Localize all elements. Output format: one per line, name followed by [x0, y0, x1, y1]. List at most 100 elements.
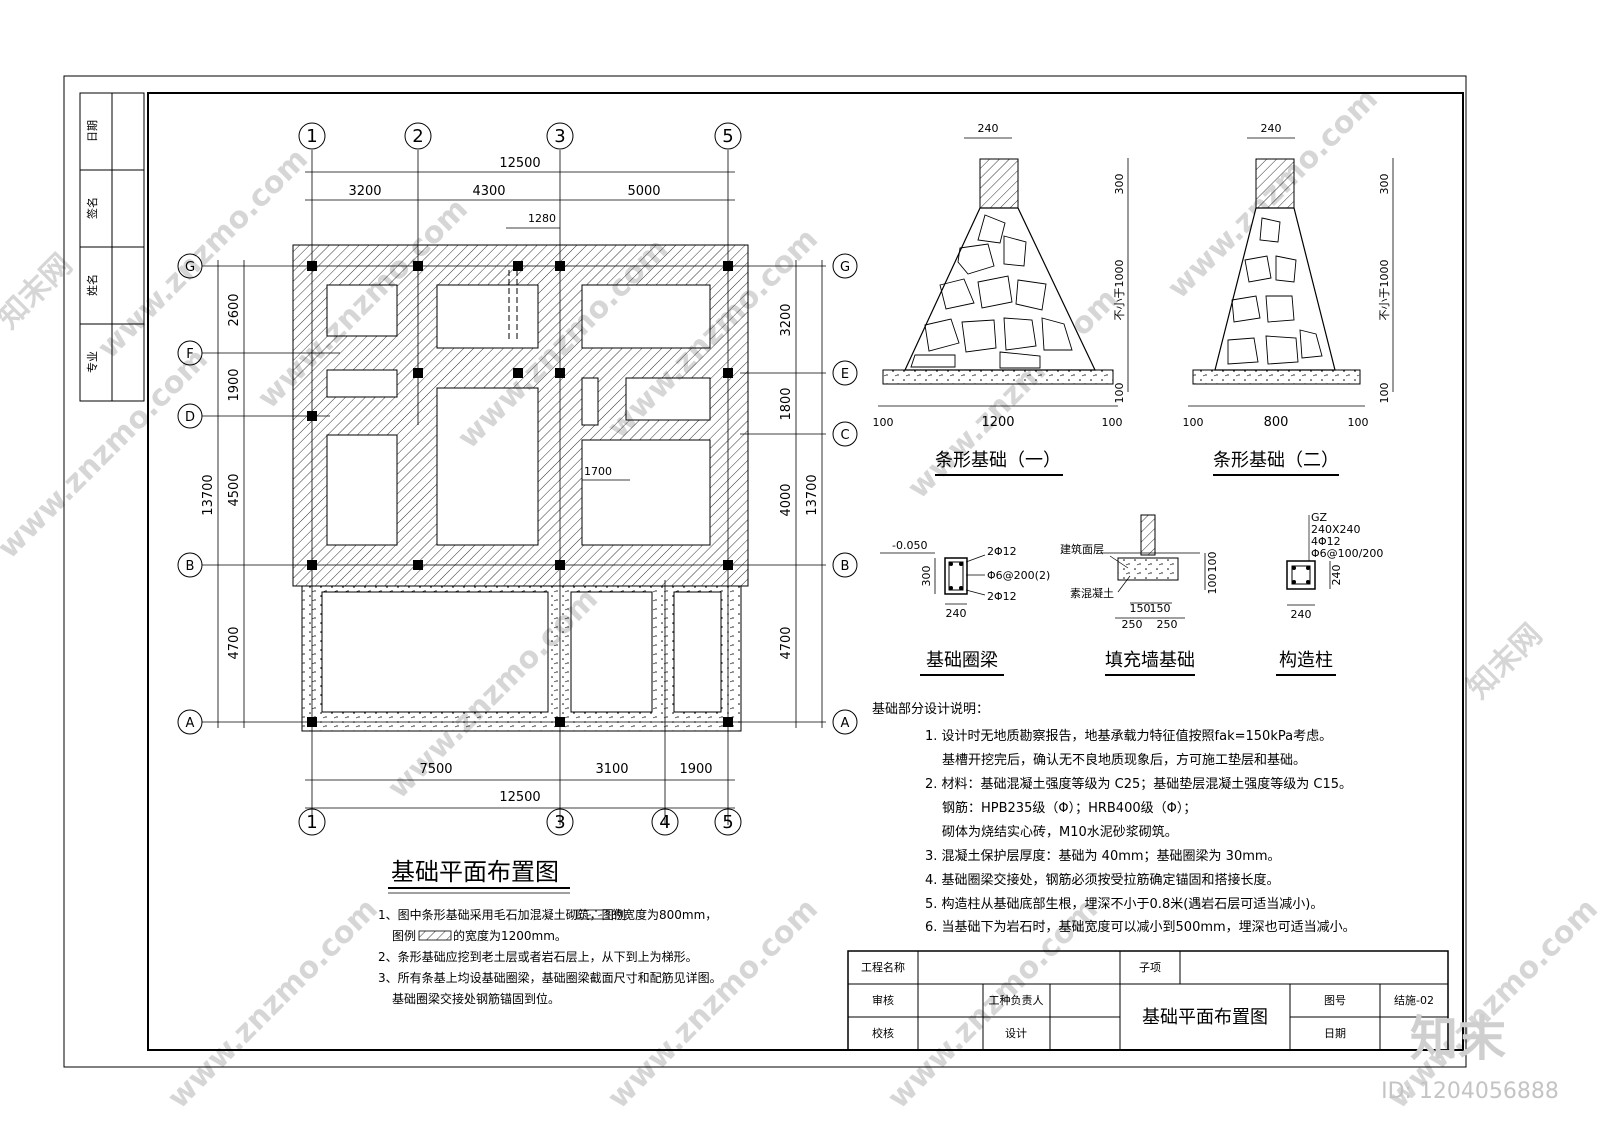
- svg-text:Φ6@100/200: Φ6@100/200: [1311, 547, 1383, 560]
- svg-text:工程名称: 工程名称: [861, 960, 905, 974]
- svg-text:3200: 3200: [348, 184, 381, 199]
- design-spec: 基础部分设计说明： 1. 设计时无地质勘察报告，地基承载力特征值按照fak=15…: [872, 702, 1356, 935]
- svg-text:100: 100: [1206, 574, 1219, 595]
- axis-1-top: 1: [306, 126, 317, 147]
- axis-2-top: 2: [412, 126, 423, 147]
- svg-text:1900: 1900: [679, 762, 712, 777]
- axis-bubbles-left: G F D B A: [177, 253, 203, 735]
- foundation-plan: 1 2 3 5 1 3 4 5 G F D B A G E C B A: [177, 122, 858, 1006]
- svg-text:100: 100: [1348, 416, 1369, 429]
- brand-logo: 知末: [1410, 1011, 1506, 1067]
- svg-text:www.znzmo.com: www.znzmo.com: [0, 342, 215, 566]
- svg-text:日期: 日期: [86, 120, 99, 142]
- svg-text:3. 混凝土保护层厚度：基础为 40mm；基础圈梁为 30m: 3. 混凝土保护层厚度：基础为 40mm；基础圈梁为 30mm。: [925, 848, 1281, 864]
- svg-text:1800: 1800: [779, 387, 794, 420]
- svg-text:3: 3: [554, 812, 565, 833]
- svg-text:1、图中条形基础采用毛石加混凝土砌筑，图例: 1、图中条形基础采用毛石加混凝土砌筑，图例: [378, 907, 626, 922]
- axis-3-top: 3: [554, 126, 565, 147]
- svg-text:的宽度为800mm，: 的宽度为800mm，: [611, 907, 717, 922]
- svg-text:100: 100: [1206, 552, 1219, 573]
- axis-bubbles-bottom: 1 3 4 5: [298, 808, 742, 836]
- svg-text:签名: 签名: [85, 197, 99, 219]
- svg-text:图例: 图例: [392, 929, 416, 943]
- svg-text:2Φ12: 2Φ12: [987, 590, 1017, 603]
- svg-text:子项: 子项: [1139, 961, 1161, 974]
- svg-text:Φ6@200(2): Φ6@200(2): [987, 569, 1050, 582]
- svg-text:240: 240: [1291, 608, 1312, 621]
- svg-text:240X240: 240X240: [1311, 523, 1361, 536]
- brand-id: ID: 1204056888: [1381, 1079, 1559, 1104]
- svg-text:2Φ12: 2Φ12: [987, 545, 1017, 558]
- svg-text:www.znzmo.com: www.znzmo.com: [161, 892, 385, 1116]
- footing-detail-2: 240 300 不小于1000 100 100 800 100 条形基础（二）: [1183, 122, 1394, 476]
- svg-text:4: 4: [659, 812, 670, 833]
- legend-1200-swatch: [418, 930, 452, 941]
- svg-text:300: 300: [1113, 174, 1126, 195]
- footing2-title: 条形基础（二）: [1213, 450, 1339, 471]
- svg-text:B: B: [841, 559, 850, 574]
- svg-text:审核: 审核: [872, 993, 894, 1007]
- svg-text:3100: 3100: [595, 762, 628, 777]
- footing-detail-1: 240 300 不小于1000 100 100 1200 100 条形基础（一）: [873, 122, 1129, 476]
- svg-text:2、条形基础应挖到老土层或者岩石层上，从下到上为梯形。: 2、条形基础应挖到老土层或者岩石层上，从下到上为梯形。: [378, 949, 698, 964]
- ring-beam-title: 基础圈梁: [926, 650, 998, 671]
- svg-text:A: A: [186, 716, 195, 731]
- axis-bubbles-top: 1 2 3 5: [298, 122, 742, 150]
- inner-frame: [147, 92, 1464, 1051]
- svg-text:4500: 4500: [227, 473, 242, 506]
- svg-text:240: 240: [1261, 122, 1282, 135]
- axis-5-top: 5: [722, 126, 733, 147]
- rubble-stones-2: [1227, 217, 1323, 365]
- svg-text:250: 250: [1122, 618, 1143, 631]
- svg-text:100: 100: [1102, 416, 1123, 429]
- svg-text:4. 基础圈梁交接处，钢筋必须按受拉筋确定锚固和搭接长度。: 4. 基础圈梁交接处，钢筋必须按受拉筋确定锚固和搭接长度。: [925, 872, 1280, 888]
- svg-text:7500: 7500: [419, 762, 452, 777]
- svg-text:F: F: [186, 347, 193, 362]
- svg-text:www.znzmo.com: www.znzmo.com: [601, 892, 825, 1116]
- svg-text:日期: 日期: [1324, 1027, 1346, 1040]
- svg-text:1280: 1280: [528, 212, 556, 225]
- svg-text:1. 设计时无地质勘察报告，地基承载力特征值按照fak=15: 1. 设计时无地质勘察报告，地基承载力特征值按照fak=150kPa考虑。: [925, 728, 1332, 744]
- svg-text:1700: 1700: [584, 465, 612, 478]
- svg-text:4Φ12: 4Φ12: [1311, 535, 1341, 548]
- svg-text:图号: 图号: [1324, 994, 1346, 1007]
- plan-dimensions: 12500 3200 4300 5000 1280 1700 7500 3100…: [201, 156, 820, 805]
- svg-text:100: 100: [1113, 383, 1126, 404]
- svg-text:3200: 3200: [779, 303, 794, 336]
- drawing-title: 基础平面布置图: [1142, 1007, 1268, 1028]
- svg-text:G: G: [185, 260, 195, 275]
- svg-text:工种负责人: 工种负责人: [989, 993, 1044, 1007]
- svg-text:D: D: [185, 410, 195, 425]
- rubble-stones-1: [910, 214, 1073, 369]
- svg-text:12500: 12500: [499, 156, 540, 171]
- svg-text:基槽开挖完后，确认无不良地质现象后，方可施工垫层和基础。: 基槽开挖完后，确认无不良地质现象后，方可施工垫层和基础。: [942, 752, 1306, 768]
- svg-text:知末网: 知末网: [1461, 617, 1549, 705]
- footing1-title: 条形基础（一）: [935, 450, 1061, 471]
- svg-text:1200: 1200: [981, 415, 1014, 430]
- svg-text:www.znzmo.com: www.znzmo.com: [91, 142, 315, 366]
- structural-columns: [307, 261, 733, 727]
- svg-text:A: A: [841, 716, 850, 731]
- column-title: 构造柱: [1279, 650, 1333, 671]
- svg-text:-0.050: -0.050: [892, 539, 927, 552]
- svg-text:姓名: 姓名: [85, 274, 99, 296]
- plan-notes: 1、图中条形基础采用毛石加混凝土砌筑，图例 的宽度为800mm， 图例 的宽度为…: [378, 907, 722, 1006]
- svg-text:150: 150: [1130, 602, 1151, 615]
- svg-text:3、所有条基上均设基础圈梁，基础圈梁截面尺寸和配筋见详图。: 3、所有条基上均设基础圈梁，基础圈梁截面尺寸和配筋见详图。: [378, 970, 722, 985]
- legend-800-swatch: [576, 909, 610, 920]
- title-block-text: 工程名称 子项 审核 工种负责人 基础平面布置图 图号 结施-02 校核 设计 …: [861, 960, 1434, 1040]
- svg-text:2. 材料：基础混凝土强度等级为 C25；基础垫层混凝土强度: 2. 材料：基础混凝土强度等级为 C25；基础垫层混凝土强度等级为 C15。: [925, 776, 1352, 792]
- axis-bubbles-right: G E C B A: [832, 253, 858, 735]
- svg-text:不小于1000: 不小于1000: [1113, 260, 1126, 321]
- plan-title: 基础平面布置图: [391, 858, 559, 886]
- watermark-layer: 知末网 www.znzmo.com www.znzmo.com www.znzm…: [0, 82, 1600, 1116]
- svg-text:100: 100: [1183, 416, 1204, 429]
- svg-text:建筑面层: 建筑面层: [1060, 542, 1104, 556]
- side-table: 日期 签名 姓名 专业: [79, 92, 145, 402]
- svg-text:设计: 设计: [1005, 1027, 1027, 1040]
- svg-text:G: G: [840, 260, 850, 275]
- svg-text:钢筋：HPB235级（Φ）；HRB400级（Φ）；: 钢筋：HPB235级（Φ）；HRB400级（Φ）；: [942, 800, 1196, 816]
- svg-text:800: 800: [1264, 415, 1289, 430]
- title-block: [847, 950, 1449, 1051]
